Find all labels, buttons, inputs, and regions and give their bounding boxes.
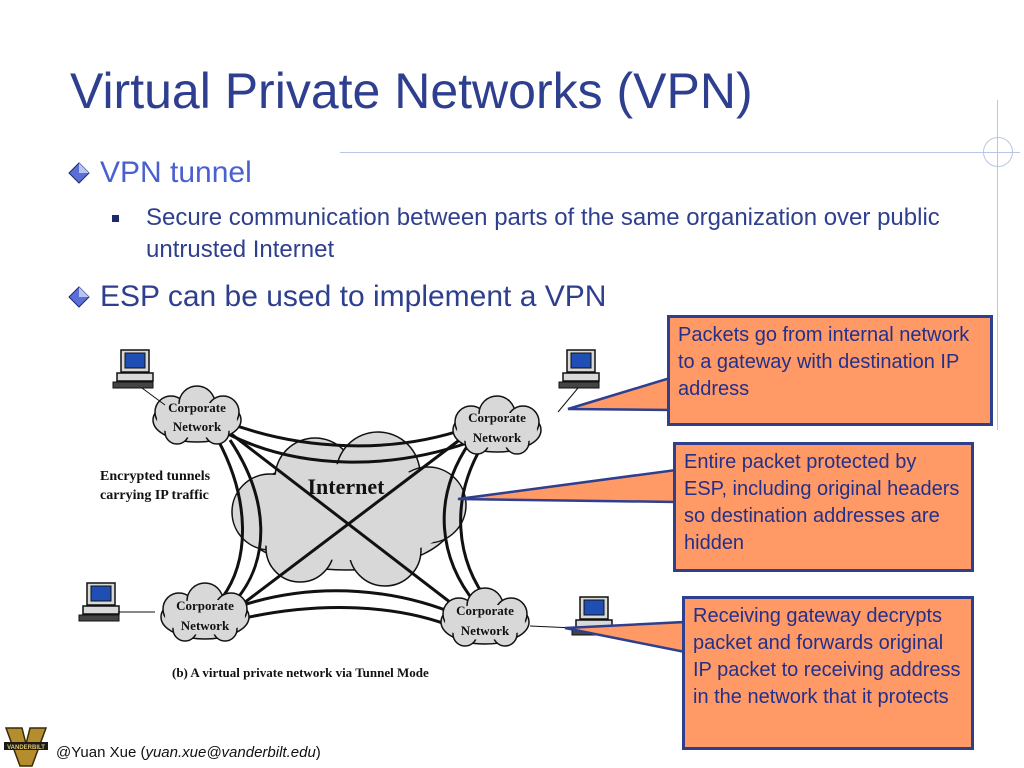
vanderbilt-logo: VANDERBILT bbox=[4, 727, 48, 767]
footer-close: ) bbox=[315, 744, 321, 761]
sub-bullet-text: Secure communication between parts of th… bbox=[146, 204, 940, 263]
computer-icon bbox=[112, 349, 154, 389]
bullet-text: ESP can be used to implement a VPN bbox=[100, 280, 607, 313]
decorative-horizontal-line bbox=[340, 152, 1020, 153]
logo-text: VANDERBILT bbox=[7, 745, 45, 751]
corporate-label-line2: Network bbox=[173, 419, 222, 434]
corporate-label-line1: Corporate bbox=[168, 400, 226, 415]
footer-author: @Yuan Xue ( bbox=[56, 744, 146, 761]
corporate-label-line2: Network bbox=[473, 430, 522, 445]
computer-icon bbox=[78, 582, 120, 622]
corporate-cloud-bottom-right: Corporate Network bbox=[440, 587, 530, 647]
callout-pointer-receiving bbox=[564, 620, 687, 654]
corporate-label-line1: Corporate bbox=[456, 603, 514, 618]
encrypted-tunnels bbox=[216, 420, 492, 630]
computer-icon bbox=[558, 349, 600, 389]
slide-title: Virtual Private Networks (VPN) bbox=[70, 63, 753, 119]
internet-label: Internet bbox=[308, 474, 386, 499]
callout-esp: Entire packet protected by ESP, includin… bbox=[673, 442, 974, 572]
corporate-label-line2: Network bbox=[181, 618, 230, 633]
bullet-text: VPN tunnel bbox=[100, 156, 252, 189]
footer-credit: @Yuan Xue (yuan.xue@vanderbilt.edu) bbox=[56, 744, 321, 761]
corporate-cloud-top-right: Corporate Network bbox=[452, 395, 542, 455]
decorative-vertical-line bbox=[997, 100, 998, 430]
callout-gateway: Packets go from internal network to a ga… bbox=[667, 315, 993, 426]
callout-receiving: Receiving gateway decrypts packet and fo… bbox=[682, 596, 974, 750]
diagram-caption: (b) A virtual private network via Tunnel… bbox=[172, 665, 429, 680]
internet-cloud bbox=[231, 431, 467, 587]
corporate-label-line2: Network bbox=[461, 623, 510, 638]
corporate-cloud-bottom-left: Corporate Network bbox=[160, 582, 250, 642]
footer-email[interactable]: yuan.xue@vanderbilt.edu bbox=[145, 744, 316, 761]
corporate-cloud-top-left: Corporate Network bbox=[152, 385, 242, 445]
tunnel-label-line1: Encrypted tunnels bbox=[100, 469, 211, 484]
diamond-bullet-icon bbox=[68, 162, 90, 184]
decorative-circle bbox=[983, 137, 1013, 167]
square-bullet-icon bbox=[112, 215, 119, 222]
tunnel-label-line2: carrying IP traffic bbox=[100, 488, 209, 503]
corporate-label-line1: Corporate bbox=[176, 598, 234, 613]
callout-pointer-esp bbox=[457, 468, 678, 504]
corporate-label-line1: Corporate bbox=[468, 410, 526, 425]
diamond-bullet-icon bbox=[68, 286, 90, 308]
